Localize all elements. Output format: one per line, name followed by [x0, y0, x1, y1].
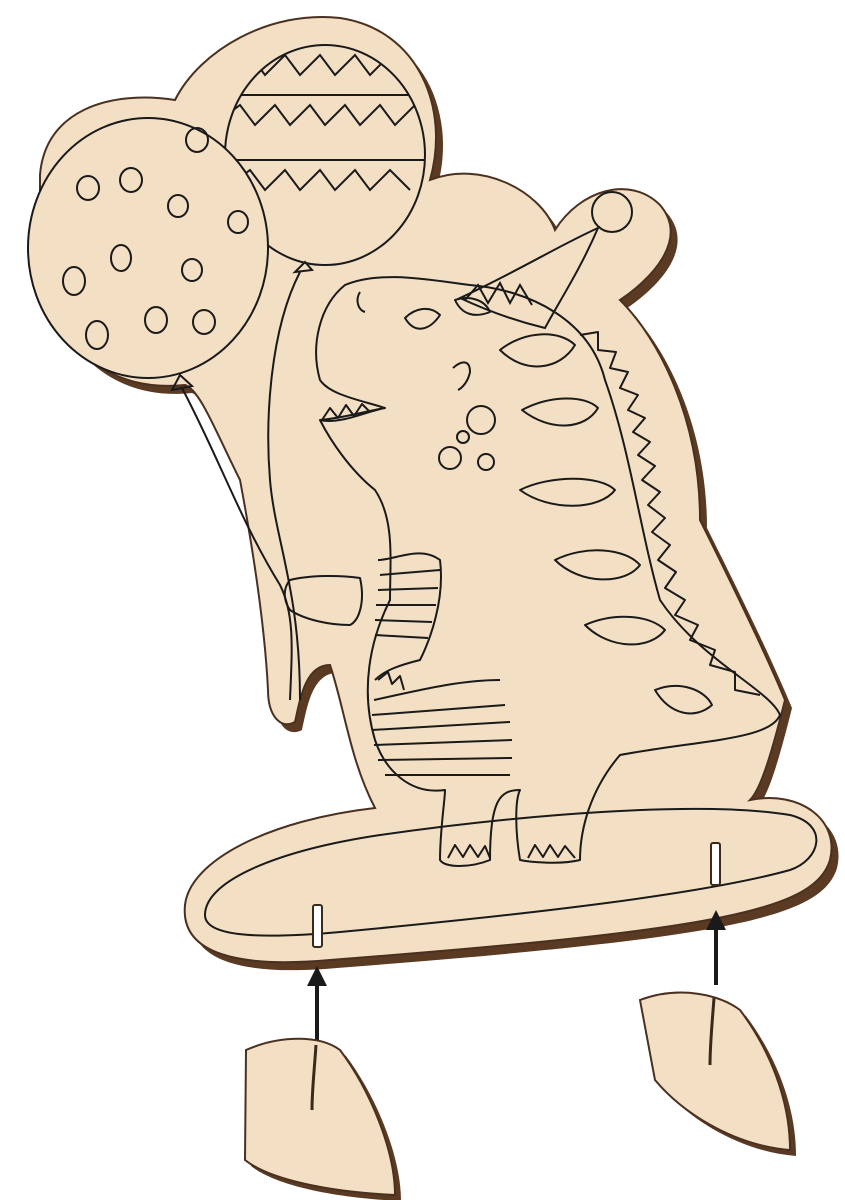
- base-slots: [312, 842, 721, 948]
- arrow-up-icon: [706, 910, 726, 985]
- polka-dots: [62, 127, 249, 350]
- arrow-up-icon: [307, 966, 327, 1040]
- stand-piece-left: [243, 1037, 401, 1200]
- base-outline: [203, 807, 818, 937]
- dinosaur-icon: [283, 276, 781, 867]
- stand-piece-right: [638, 991, 796, 1156]
